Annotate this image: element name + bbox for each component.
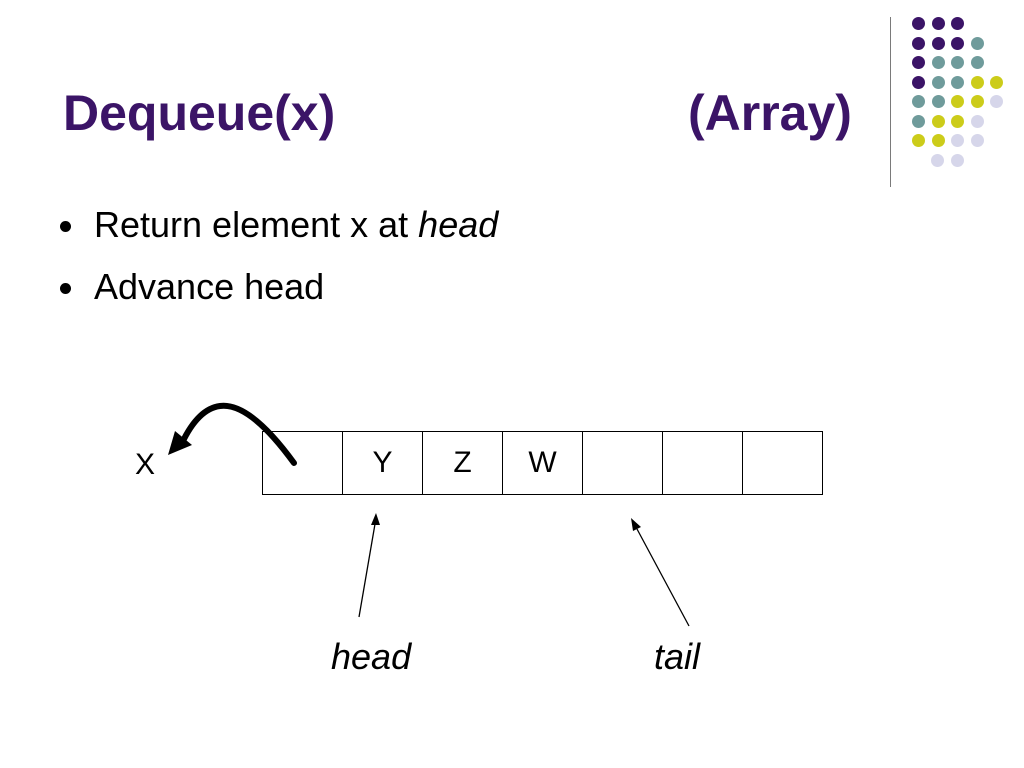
decor-dot [951, 75, 964, 89]
bullet-text-plain: Return element x at [94, 204, 419, 245]
head-pointer-line [358, 523, 376, 618]
decor-dot [970, 134, 984, 147]
decor-dot [970, 114, 984, 128]
tail-pointer-line [636, 528, 690, 627]
decor-dot [990, 75, 1003, 89]
array-cell-6 [742, 431, 823, 495]
decor-dot [970, 56, 984, 69]
decor-dot [951, 36, 964, 50]
decor-dot [931, 56, 945, 69]
decor-dot [951, 56, 964, 69]
decor-dot [912, 134, 925, 147]
decor-dot [931, 134, 945, 147]
decor-dot [931, 114, 945, 128]
decor-dot [951, 17, 964, 30]
tail-label: tail [654, 636, 701, 677]
decor-dot [912, 114, 925, 128]
decor-dot [970, 95, 984, 108]
bullet-text: Advance head [94, 266, 325, 307]
decor-dot [912, 56, 925, 69]
decor-dot [912, 95, 925, 108]
slide-title-array: (Array) [688, 85, 852, 141]
decor-dot [931, 36, 945, 50]
slide-title-dequeue: Dequeue(x) [63, 85, 336, 141]
decor-dot [931, 75, 945, 89]
decor-dot [931, 17, 945, 30]
bullet-text: Return element x at head [94, 200, 498, 250]
decor-dot [912, 75, 925, 89]
dequeue-arrowhead-icon [168, 431, 192, 455]
decor-dot [912, 17, 925, 30]
bullet-text-emphasis: head [418, 204, 499, 245]
dequeued-element-x: X [135, 448, 156, 481]
decor-dot [951, 134, 964, 147]
title-divider [890, 17, 891, 187]
tail-pointer-arrowhead-icon [631, 518, 641, 531]
decor-dot [931, 95, 945, 108]
decor-dot [970, 75, 984, 89]
decor-dot [931, 153, 944, 167]
decor-dot [950, 153, 964, 167]
bullet-dot-icon [60, 283, 71, 294]
bullet-dot-icon [60, 221, 71, 232]
head-pointer-arrowhead-icon [371, 513, 380, 525]
decor-dot [990, 95, 1003, 108]
decor-dot [912, 36, 925, 50]
decor-dot [951, 114, 964, 128]
decor-dot [970, 36, 984, 50]
head-label: head [331, 636, 412, 677]
dequeue-curved-arrow [179, 402, 297, 466]
decor-dot [951, 95, 964, 108]
queue-array: Y Z W [262, 431, 823, 495]
